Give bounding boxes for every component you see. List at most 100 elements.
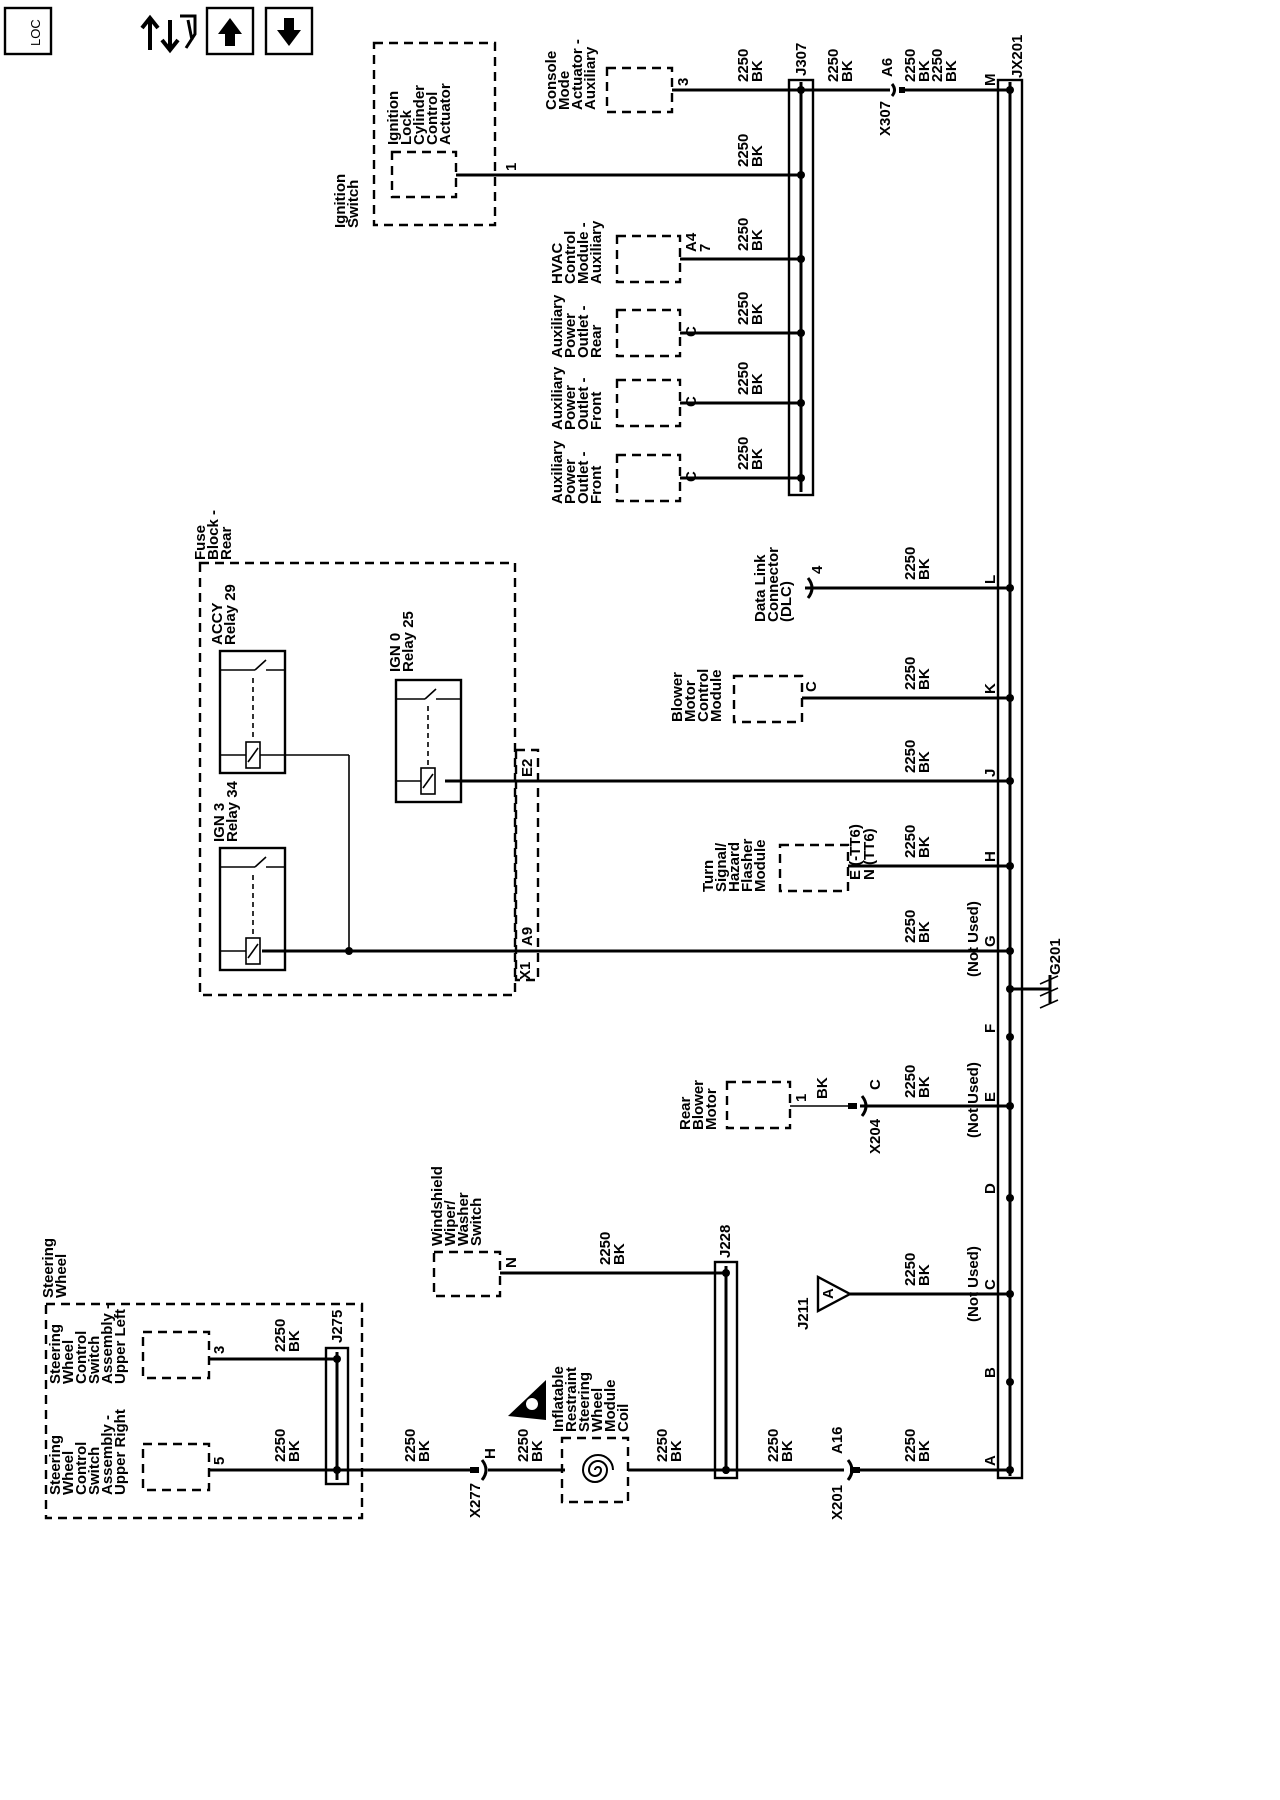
apo-rear-line-0: Auxiliary: [549, 294, 566, 358]
coil-in-wire-circuit: 2250: [515, 1429, 532, 1462]
blower-line-3: Module: [708, 670, 725, 723]
airbag-coil-line-2: Steering: [576, 1372, 593, 1432]
wiper-line-1: Wiper/: [442, 1199, 459, 1246]
dlc-line-2: (DLC): [778, 581, 795, 622]
not-used-0: (Not Used): [965, 901, 982, 977]
jx201-wire-5-color: BK: [916, 921, 933, 943]
ground-symbol: [1039, 975, 1059, 1009]
swc-right-pin: 5: [211, 1457, 228, 1465]
x307-pin: A6: [879, 58, 896, 77]
x277-wire-color: BK: [416, 1440, 433, 1462]
rear-blower-motor: [725, 1080, 792, 1130]
j307-wire-4-circuit: 2250: [735, 362, 752, 395]
j307-wire-0-color: BK: [749, 60, 766, 82]
location-icon[interactable]: LOC: [3, 6, 53, 56]
swc-left-wire-circuit: 2250: [272, 1319, 289, 1352]
wiper-line-3: Switch: [468, 1198, 485, 1246]
ignition-lock-line-3: Control: [424, 92, 441, 145]
apo-pin-1: C: [683, 396, 700, 407]
accy-relay-line-0: ACCY: [209, 602, 226, 645]
hvac-line-0: HVAC: [549, 242, 566, 284]
x1-connector: [514, 748, 540, 982]
x1-label: X1: [517, 962, 534, 980]
ign3-relay-line-0: IGN 3: [211, 803, 228, 842]
ign3-relay-34: [218, 846, 287, 972]
jx201-wire-8-color: BK: [916, 1440, 933, 1462]
x307-wire-color: BK: [839, 60, 856, 82]
swc-upper-right-line-1: Wheel: [60, 1451, 77, 1495]
ignition-lock-line-4: Actuator: [437, 83, 454, 145]
schematic-navigation-icon[interactable]: [140, 14, 197, 54]
wiper-line-2: Washer: [455, 1192, 472, 1246]
splice-j275: [324, 1346, 350, 1486]
hvac-line-1: Control: [562, 231, 579, 284]
hvac-control-module: [615, 234, 682, 284]
swc-upper-left-line-2: Control: [73, 1331, 90, 1384]
splice-j307: [787, 78, 815, 497]
swc-left-wire-color: BK: [286, 1330, 303, 1352]
jx201-wire-1-color: BK: [916, 558, 933, 580]
steering-wheel-box: [44, 1302, 364, 1520]
turn-pin-0: E (-TT6): [847, 824, 864, 880]
swc-left-pin: 3: [211, 1346, 228, 1354]
page-down-icon[interactable]: [264, 6, 314, 56]
turn-pin-1: N (TT6): [861, 828, 878, 880]
rear-blower-line-0: Rear: [677, 1096, 694, 1130]
x204-pin: C: [867, 1079, 884, 1090]
jx201-wire-2-circuit: 2250: [902, 657, 919, 690]
airbag-warning-icon: [508, 1380, 546, 1420]
not-used-2: (Not Used): [965, 1246, 982, 1322]
coil-in-wire-color: BK: [529, 1440, 546, 1462]
apo-front-1-line-1: Power: [562, 385, 579, 430]
ignition-lock-line-0: Ignition: [385, 91, 402, 145]
apo-front-1-line-3: Front: [588, 392, 605, 430]
j211-pin-label: A: [820, 1288, 837, 1299]
j307-wire-5-color: BK: [749, 448, 766, 470]
page-up-icon[interactable]: [205, 6, 255, 56]
x201-pin: A16: [829, 1426, 846, 1454]
apo-pin-0: C: [683, 326, 700, 337]
rear-blower-line-2: Motor: [703, 1088, 720, 1130]
x307-label: X307: [877, 101, 894, 136]
rear-blower-color: BK: [814, 1077, 831, 1099]
x204-label: X204: [867, 1118, 884, 1154]
steering-wheel-line-0: Steering: [40, 1238, 57, 1298]
swc-upper-right-line-5: Upper Right: [112, 1409, 129, 1495]
jx201-wire-0-color: BK: [916, 60, 933, 82]
jx201-wire-6-circuit: 2250: [902, 1065, 919, 1098]
dlc-line-0: Data Link: [752, 554, 769, 622]
turn-signal-line-1: Signal/: [713, 842, 730, 892]
ignition-lock-line-1: Lock: [398, 109, 415, 145]
j307-wire-0-circuit: 2250: [735, 49, 752, 82]
airbag-coil-line-5: Coil: [615, 1404, 632, 1432]
turn-signal-line-2: Hazard: [726, 842, 743, 892]
splice-pin-C: C: [982, 1279, 999, 1290]
ign0-relay-line-1: Relay 25: [400, 611, 417, 672]
j228-label: J228: [717, 1225, 734, 1258]
fuse-e2-pin: E2: [519, 759, 536, 777]
blower-pin: C: [803, 681, 820, 692]
blower-line-0: Blower: [669, 672, 686, 722]
j307-wire-4-color: BK: [749, 373, 766, 395]
swc-upper-left: [141, 1330, 211, 1380]
wiper-pin: N: [503, 1257, 520, 1268]
ignition-lock-line-2: Cylinder: [411, 85, 428, 145]
x201-wire-circuit: 2250: [765, 1429, 782, 1462]
apo-rear-line-1: Power: [562, 313, 579, 358]
wiper-wire-circuit: 2250: [597, 1232, 614, 1265]
turn-signal-line-3: Flasher: [739, 838, 756, 892]
jx201-wire-0-circuit: 2250: [902, 49, 919, 82]
dlc-pin: 4: [809, 565, 826, 574]
apo-rear-line-2: Outlet -: [575, 306, 592, 359]
fuse-a9-pin: A9: [519, 927, 536, 946]
accy-relay-line-1: Relay 29: [222, 584, 239, 645]
airbag-coil-line-3: Wheel: [589, 1388, 606, 1432]
x277-wire-circuit: 2250: [402, 1429, 419, 1462]
clockspring-coil-icon: [581, 1454, 614, 1483]
apo-pin-2: C: [683, 471, 700, 482]
blower-line-2: Control: [695, 669, 712, 722]
coil-out-wire-circuit: 2250: [654, 1429, 671, 1462]
airbag-coil-line-1: Restraint: [563, 1367, 580, 1432]
ignition-switch-box: [372, 41, 497, 227]
jx201-wire-2-color: BK: [916, 668, 933, 690]
